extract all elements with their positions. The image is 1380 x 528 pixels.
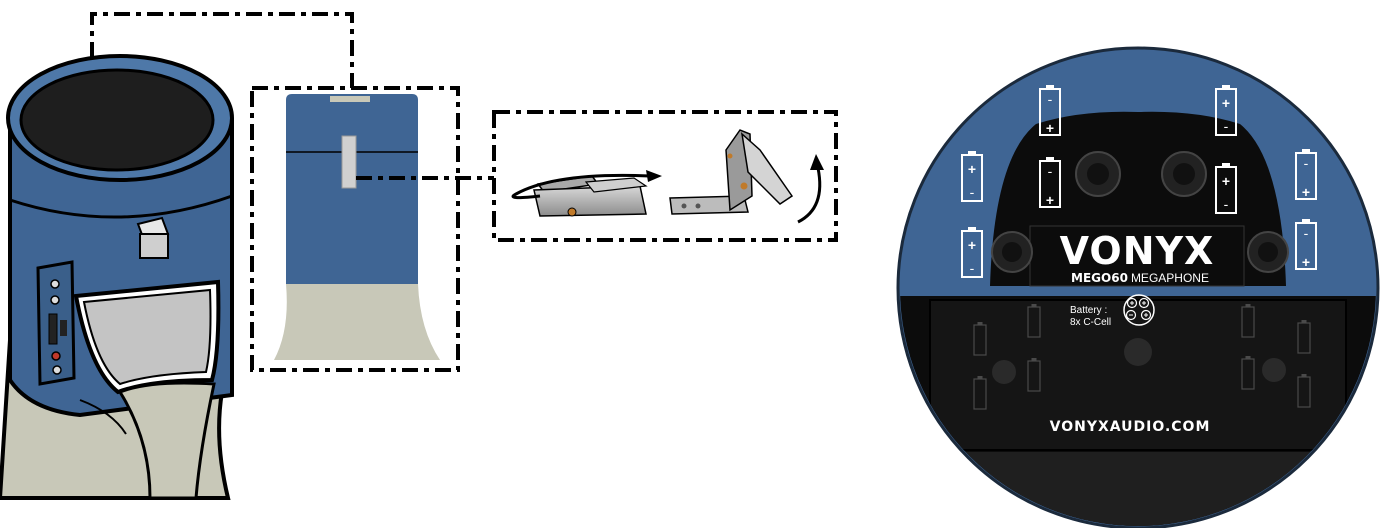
svg-text:+: + [1302,254,1310,270]
battery-slot-2: + - [1215,84,1237,136]
door-latch [341,135,357,189]
door-detail-frame [250,86,460,372]
model-name-bold: MEGO60 [1071,271,1128,285]
megaphone-grip [117,381,216,500]
svg-text:+: + [1222,173,1230,189]
svg-text:-: - [1048,163,1053,179]
battery-slots: - + + - - + + - + - - + + - - + [961,84,1317,278]
polarity-symbol-icon [1123,294,1155,326]
battery-slot-7: + - [961,226,983,278]
brand-logo: VONYX [1060,229,1215,273]
svg-text:+: + [968,161,976,177]
body-latch [136,216,170,259]
door-bell [274,284,440,360]
battery-slot-1: - + [1039,84,1061,136]
battery-door-closeup [274,94,440,360]
svg-text:+: + [1046,120,1054,136]
latch-rotate-arrow-2 [797,167,822,224]
logo-plate [1029,225,1245,287]
latch-rotate-arrow-1 [511,173,651,200]
latch-closed-view [533,175,648,217]
battery-compartment-rear-view: - + + - - + + - + - - + + - - + [896,46,1380,528]
battery-slot-5: + - [961,150,983,202]
svg-text:-: - [1304,155,1309,171]
battery-slot-3: - + [1039,156,1061,208]
svg-text:-: - [1048,91,1053,107]
screw-bosses [991,151,1289,384]
model-name-light: MEGAPHONE [1131,271,1209,285]
battery-slot-6: - + [1295,148,1317,200]
battery-label-line1: Battery : [1070,305,1107,316]
svg-text:-: - [1224,118,1229,134]
battery-label-line2: 8x C-Cell [1070,317,1111,328]
svg-text:+: + [1222,95,1230,111]
svg-text:+: + [1302,184,1310,200]
megaphone-mouth [19,68,215,172]
latch-open-view [669,129,794,215]
svg-text:-: - [970,184,975,200]
svg-text:-: - [1304,225,1309,241]
callout-connector-line [90,12,354,88]
svg-text:+: + [1046,192,1054,208]
latch-detail-frame [492,110,838,242]
battery-slot-4: + - [1215,162,1237,214]
latch-arrowhead-1 [646,170,662,182]
website-url: VONYXAUDIO.COM [1050,419,1211,435]
svg-text:-: - [1224,196,1229,212]
battery-slot-8: - + [1295,218,1317,270]
latch-arrowhead-2 [810,154,824,170]
body-seam [9,194,233,219]
control-panel [36,260,76,386]
svg-text:-: - [970,260,975,276]
svg-text:+: + [968,237,976,253]
megaphone-side-view [0,54,234,500]
door-top-slot [330,96,370,102]
